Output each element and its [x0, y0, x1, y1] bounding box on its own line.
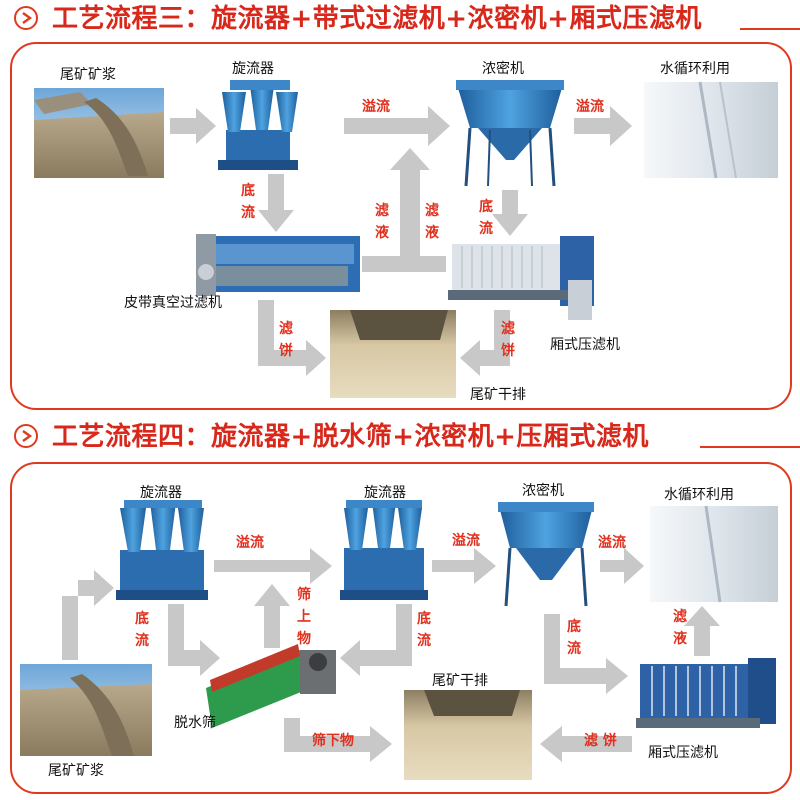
process4-title: 工艺流程四：旋流器+脱水筛+浓密机+压厢式滤机: [52, 422, 649, 452]
thickener-tank: [498, 502, 594, 607]
press-label: 厢式压滤机: [648, 745, 718, 761]
play-circle-icon: [14, 424, 38, 448]
water-label: 水循环利用: [664, 487, 734, 503]
filter-press-machine: [448, 236, 594, 320]
underflow-label: 底流: [479, 199, 493, 237]
filter-cake-label: 滤 饼: [584, 733, 617, 749]
slurry-photo: [20, 664, 152, 756]
cyclone-machine: [340, 500, 428, 600]
play-circle-icon: [14, 6, 38, 30]
cyclone-label: 旋流器: [232, 61, 274, 77]
water-recycling-photo: [644, 81, 778, 179]
screen-label: 脱水筛: [174, 715, 216, 731]
process3-title: 工艺流程三：旋流器+带式过滤机+浓密机+厢式压滤机: [52, 4, 702, 34]
filtrate-label: 滤液: [375, 203, 389, 241]
oversize-label: 筛上物: [297, 587, 311, 647]
overflow-label: 溢流: [452, 533, 480, 549]
underflow-label: 底流: [567, 619, 581, 657]
cyclone-label: 旋流器: [364, 485, 406, 501]
thickener-label: 浓密机: [522, 483, 564, 499]
overflow-label: 溢流: [362, 99, 390, 115]
process4-header: 工艺流程四：旋流器+脱水筛+浓密机+压厢式滤机: [0, 420, 800, 454]
filter-cake-label: 滤饼: [501, 321, 515, 359]
filtrate-label: 滤液: [425, 203, 439, 241]
cyclone-machine: [116, 500, 208, 600]
underflow-label: 底流: [241, 183, 255, 221]
undersize-label: 筛下物: [312, 733, 354, 749]
thickener-tank: [456, 80, 564, 187]
process3-header: 工艺流程三：旋流器+带式过滤机+浓密机+厢式压滤机: [0, 2, 800, 36]
underflow-label: 底流: [135, 611, 149, 649]
belt-vacuum-filter: [196, 234, 360, 296]
overflow-label: 溢流: [576, 99, 604, 115]
press-label: 厢式压滤机: [550, 337, 620, 353]
dry-tailings-label: 尾矿干排: [432, 673, 488, 689]
water-label: 水循环利用: [660, 61, 730, 77]
dewatering-screen: [206, 644, 336, 728]
water-recycling-photo: [650, 505, 778, 603]
filter-cake-label: 滤饼: [279, 321, 293, 359]
process4-arrows: [62, 548, 720, 762]
dry-tailings-photo: [404, 690, 532, 780]
dry-tailings-photo: [330, 310, 456, 398]
overflow-label: 溢流: [236, 535, 264, 551]
filter-press-machine: [636, 658, 776, 728]
dry-tailings-label: 尾矿干排: [470, 387, 526, 403]
cyclone-label: 旋流器: [140, 485, 182, 501]
slurry-label: 尾矿矿浆: [60, 67, 116, 83]
thickener-label: 浓密机: [482, 61, 524, 77]
slurry-photo: [34, 88, 164, 178]
process3-arrows: [170, 106, 632, 376]
overflow-label: 溢流: [598, 535, 626, 551]
filtrate-label: 滤液: [673, 609, 687, 647]
underflow-label: 底流: [417, 611, 431, 649]
cyclone-machine: [218, 80, 298, 170]
header-rule: [740, 28, 800, 30]
slurry-label: 尾矿矿浆: [48, 763, 104, 779]
belt-filter-label: 皮带真空过滤机: [124, 295, 222, 311]
header-rule: [700, 446, 800, 448]
